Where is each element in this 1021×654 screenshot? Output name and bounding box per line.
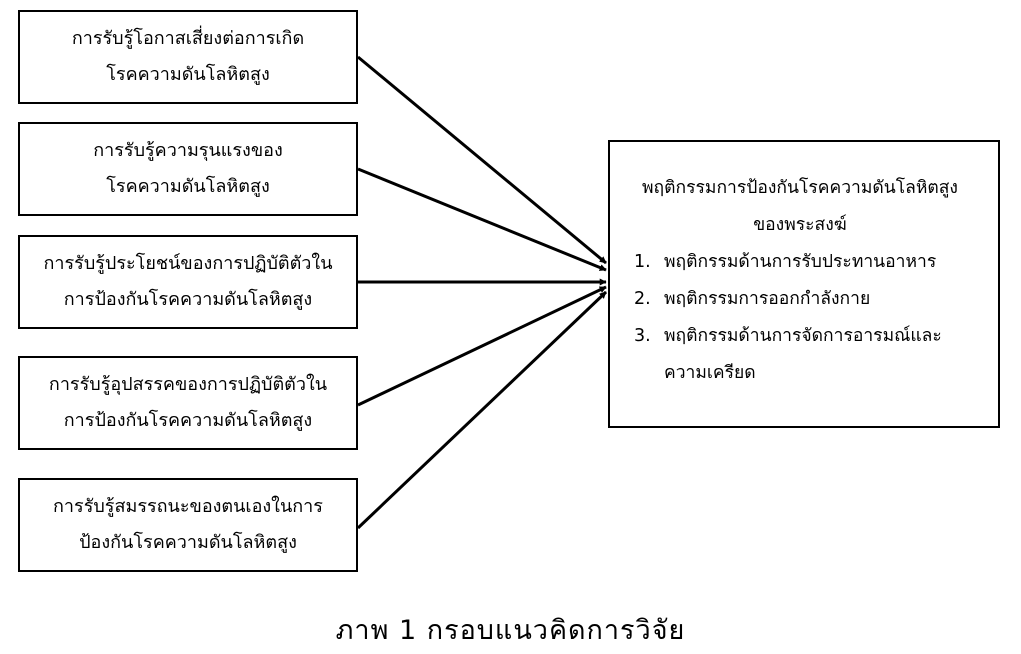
- factor-text-line: การป้องกันโรคความดันโลหิตสูง: [63, 410, 313, 431]
- factor-box-self-efficacy: การรับรู้สมรรถนะของตนเองในการ ป้องกันโรค…: [18, 478, 358, 572]
- factor-text-line: การป้องกันโรคความดันโลหิตสูง: [63, 289, 313, 310]
- outcome-title-line: พฤติกรรมการป้องกันโรคความดันโลหิตสูง: [642, 178, 958, 198]
- outcome-box: พฤติกรรมการป้องกันโรคความดันโลหิตสูง ของ…: [608, 140, 1000, 428]
- factor-text-line: การรับรู้โอกาสเสี่ยงต่อการเกิด: [71, 28, 305, 49]
- outcome-title-line: ของพระสงฆ์: [753, 215, 847, 235]
- arrow-factor-5: [356, 290, 608, 530]
- arrow-factor-1: [357, 55, 607, 265]
- outcome-list-item: 1. พฤติกรรมด้านการรับประทานอาหาร: [624, 244, 976, 281]
- factor-text-line: โรคความดันโลหิตสูง: [106, 176, 270, 197]
- arrow-factor-2: [357, 167, 607, 272]
- outcome-item-text: พฤติกรรมด้านการจัดการอารมณ์และความเครียด: [664, 326, 942, 383]
- factor-text-line: ป้องกันโรคความดันโลหิตสูง: [79, 532, 297, 553]
- outcome-item-number: 3.: [634, 326, 651, 346]
- factor-text-line: การรับรู้สมรรถนะของตนเองในการ: [53, 496, 323, 517]
- outcome-list-item: 3. พฤติกรรมด้านการจัดการอารมณ์และความเคร…: [624, 318, 976, 392]
- outcome-item-text: พฤติกรรมการออกกำลังกาย: [664, 289, 871, 309]
- factor-text-line: การรับรู้ประโยชน์ของการปฏิบัติตัวใน: [43, 253, 333, 274]
- factor-box-barrier-perception: การรับรู้อุปสรรคของการปฏิบัติตัวใน การป้…: [18, 356, 358, 450]
- arrow-factor-4: [357, 285, 607, 407]
- factor-box-severity-perception: การรับรู้ความรุนแรงของ โรคความดันโลหิตสู…: [18, 122, 358, 216]
- factor-box-benefit-perception: การรับรู้ประโยชน์ของการปฏิบัติตัวใน การป…: [18, 235, 358, 329]
- outcome-item-number: 2.: [634, 289, 651, 309]
- factor-text-line: การรับรู้ความรุนแรงของ: [93, 140, 283, 161]
- outcome-item-number: 1.: [634, 252, 651, 272]
- outcome-list-item: 2. พฤติกรรมการออกกำลังกาย: [624, 281, 976, 318]
- outcome-item-text: พฤติกรรมด้านการรับประทานอาหาร: [664, 252, 937, 272]
- factor-box-risk-perception: การรับรู้โอกาสเสี่ยงต่อการเกิด โรคความดั…: [18, 10, 358, 104]
- factor-text-line: การรับรู้อุปสรรคของการปฏิบัติตัวใน: [48, 374, 328, 395]
- figure-caption: ภาพ 1 กรอบแนวคิดการวิจัย: [335, 615, 686, 646]
- factor-text-line: โรคความดันโลหิตสูง: [106, 64, 270, 85]
